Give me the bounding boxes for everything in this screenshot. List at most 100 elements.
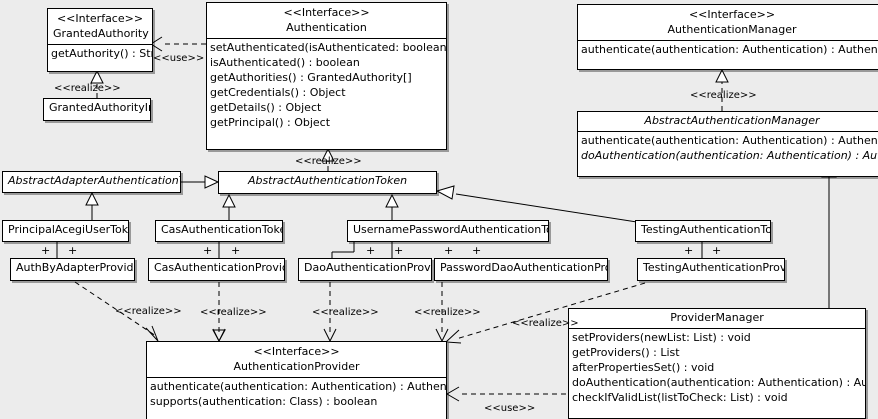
arrowhead-realize-authprov-5 [444, 329, 462, 344]
method-get-credentials: getCredentials() : Object [210, 86, 346, 99]
edge-label-realize-abstract-authentication-token: <<realize>> [295, 156, 362, 167]
authentication-name: Authentication [286, 21, 367, 34]
method-get-authority: getAuthority() : String [51, 47, 152, 60]
granted-authority-divider [48, 44, 152, 45]
multiplicity-cas-left: + [203, 244, 213, 257]
edge-label-realize-cas-authentication-provider: <<realize>> [200, 307, 267, 318]
arrowhead-realize-grantedauthority [90, 69, 104, 84]
method-check-if-valid-list: checkIfValidList(listToCheck: List) : vo… [572, 391, 788, 404]
edge-label-realize-provider-manager: <<realize>> [512, 318, 579, 329]
method-get-authorities: getAuthorities() : GrantedAuthority[] [210, 71, 412, 84]
dao-authentication-provider-name: DaoAuthenticationProvider [304, 261, 431, 274]
authentication-provider-members: authenticate(authentication: Authenticat… [147, 378, 446, 410]
cas-authentication-token-name: CasAuthenticationToken [161, 223, 283, 236]
class-box-cas-authentication-token[interactable]: CasAuthenticationToken [155, 220, 283, 242]
method-do-authentication-abstract-manager: doAuthentication(authentication: Authent… [581, 149, 878, 162]
class-box-testing-authentication-token[interactable]: TestingAuthenticationToken [635, 220, 771, 242]
edge-label-realize-auth-by-adapter-provider: <<realize>> [115, 306, 182, 317]
authentication-provider-divider [147, 377, 446, 378]
arrowhead-generalize-abstractauthenticationtoken-cas [222, 193, 236, 208]
method-authenticate-abstract-manager: authenticate(authentication: Authenticat… [581, 134, 878, 147]
edge-label-realize-password-dao-authentication-provider: <<realize>> [414, 307, 481, 318]
multiplicity-upw-3: + [444, 244, 454, 257]
edge-label-use-granted-authority: <<use>> [153, 53, 205, 64]
class-box-cas-authentication-provider[interactable]: CasAuthenticationProvider [148, 258, 285, 281]
class-box-password-dao-authentication-provider[interactable]: PasswordDaoAuthenticationProvider [434, 258, 608, 281]
method-get-principal: getPrincipal() : Object [210, 116, 331, 129]
method-authenticate-provider: authenticate(authentication: Authenticat… [150, 380, 447, 393]
arrowhead-generalize-abstractauthenticationtoken-upw [385, 193, 399, 208]
method-set-providers: setProviders(newList: List) : void [572, 331, 751, 344]
class-box-authentication[interactable]: <<Interface>> Authentication setAuthenti… [206, 2, 447, 150]
arrowhead-realize-authprov-4 [435, 328, 449, 343]
authentication-stereotype: <<Interface>> [283, 6, 370, 19]
authentication-members: setAuthenticated(isAuthenticated: boolea… [207, 39, 446, 131]
class-box-granted-authority[interactable]: <<Interface>> GrantedAuthority getAuthor… [47, 8, 153, 72]
provider-manager-name: ProviderManager [670, 311, 764, 324]
granted-authority-stereotype: <<Interface>> [56, 12, 144, 25]
authentication-manager-members: authenticate(authentication: Authenticat… [578, 41, 878, 58]
method-after-properties-set: afterPropertiesSet() : void [572, 361, 715, 374]
method-set-authenticated: setAuthenticated(isAuthenticated: boolea… [210, 41, 447, 54]
multiplicity-principal-right: + [68, 244, 78, 257]
arrowhead-realize-authenticationmanager [715, 68, 729, 83]
arrowhead-realize-authprov-3 [323, 328, 337, 343]
multiplicity-testing-right: + [712, 244, 722, 257]
multiplicity-upw-1: + [366, 244, 376, 257]
arrowhead-use-authenticationprovider [446, 386, 460, 402]
testing-authentication-token-name: TestingAuthenticationToken [641, 223, 770, 236]
class-box-granted-authority-impl[interactable]: GrantedAuthorityImpl [43, 98, 151, 121]
method-get-details: getDetails() : Object [210, 101, 322, 114]
arrowhead-generalize-abstractauthenticationtoken-left [204, 175, 220, 189]
arrowhead-generalize-abstractauthenticationtoken-testing [435, 185, 455, 200]
abstract-authentication-manager-name: AbstractAuthenticationManager [644, 114, 820, 127]
edge-generalize-testingauthenticationtoken [455, 193, 638, 223]
class-box-dao-authentication-provider[interactable]: DaoAuthenticationProvider [298, 258, 432, 281]
edge-label-realize-dao-authentication-provider: <<realize>> [312, 307, 379, 318]
abstract-adapter-authentication-token-name: AbstractAdapterAuthenticationToken [8, 174, 180, 187]
method-do-authentication-provider-manager: doAuthentication(authentication: Authent… [572, 376, 865, 389]
class-box-abstract-authentication-token[interactable]: AbstractAuthenticationToken [218, 171, 437, 194]
granted-authority-impl-name: GrantedAuthorityImpl [49, 101, 150, 114]
authentication-manager-name: AuthenticationManager [667, 23, 797, 36]
password-dao-authentication-provider-name: PasswordDaoAuthenticationProvider [440, 261, 607, 274]
edge-label-use-provider-manager: <<use>> [484, 403, 536, 414]
username-password-authentication-token-name: UsernamePasswordAuthenticationToken [353, 223, 548, 236]
authentication-provider-name: AuthenticationProvider [233, 360, 360, 373]
class-box-provider-manager[interactable]: ProviderManager setProviders(newList: Li… [568, 308, 866, 419]
edge-label-realize-abstract-authentication-manager: <<realize>> [690, 90, 757, 101]
multiplicity-upw-4: + [472, 244, 482, 257]
provider-manager-members: setProviders(newList: List) : void getPr… [569, 329, 865, 406]
arrowhead-realize-authprov-2 [212, 329, 226, 343]
abstract-authentication-manager-members: authenticate(authentication: Authenticat… [578, 132, 878, 164]
class-box-authentication-manager[interactable]: <<Interface>> AuthenticationManager auth… [577, 4, 878, 70]
arrowhead-generalize-abstractadapter [85, 191, 99, 206]
abstract-authentication-token-name: AbstractAuthenticationToken [247, 174, 408, 187]
class-box-abstract-authentication-manager[interactable]: AbstractAuthenticationManager authentica… [577, 111, 878, 177]
class-box-username-password-authentication-token[interactable]: UsernamePasswordAuthenticationToken [347, 220, 549, 242]
testing-authentication-provider-name: TestingAuthenticationProvider [643, 261, 785, 274]
multiplicity-testing-left: + [684, 244, 694, 257]
method-get-providers: getProviders() : List [572, 346, 680, 359]
authentication-divider [207, 38, 446, 39]
edge-label-realize-granted-authority-impl: <<realize>> [54, 83, 121, 94]
multiplicity-cas-right: + [231, 244, 241, 257]
multiplicity-upw-2: + [394, 244, 404, 257]
granted-authority-members: getAuthority() : String [48, 45, 152, 62]
authentication-manager-divider [578, 40, 878, 41]
cas-authentication-provider-name: CasAuthenticationProvider [154, 261, 284, 274]
principal-acegi-user-token-name: PrincipalAcegiUserToken [8, 223, 129, 236]
method-authenticate-manager: authenticate(authentication: Authenticat… [581, 43, 878, 56]
arrowhead-realize-authprov-1 [145, 325, 159, 342]
class-box-abstract-adapter-authentication-token[interactable]: AbstractAdapterAuthenticationToken [2, 171, 181, 193]
granted-authority-name: GrantedAuthority [53, 27, 149, 40]
class-box-principal-acegi-user-token[interactable]: PrincipalAcegiUserToken [2, 220, 129, 242]
class-box-testing-authentication-provider[interactable]: TestingAuthenticationProvider [637, 258, 785, 281]
abstract-authentication-manager-divider [578, 131, 878, 132]
auth-by-adapter-provider-name: AuthByAdapterProvider [16, 261, 135, 274]
method-supports-provider: supports(authentication: Class) : boolea… [150, 395, 378, 408]
method-is-authenticated: isAuthenticated() : boolean [210, 56, 360, 69]
class-box-auth-by-adapter-provider[interactable]: AuthByAdapterProvider [10, 258, 135, 281]
class-box-authentication-provider[interactable]: <<Interface>> AuthenticationProvider aut… [146, 341, 447, 419]
